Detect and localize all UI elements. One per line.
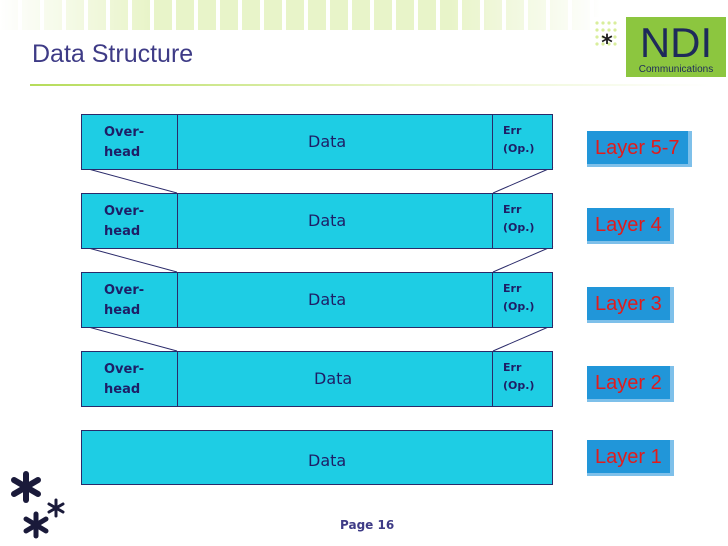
layer-label: Layer 3: [587, 287, 674, 323]
connector-line: [492, 245, 554, 273]
protocol-row: Over- head Data Err (Op.): [81, 272, 553, 328]
logo-letters: NDI: [640, 19, 712, 66]
connector-line: [80, 245, 178, 273]
protocol-row: Over- head Data Err (Op.): [81, 193, 553, 249]
data-label: Data: [308, 132, 347, 151]
overhead-cell: Over- head: [82, 194, 178, 248]
error-check-cell: Err (Op.): [492, 194, 552, 248]
error-check-label: Err (Op.): [503, 124, 535, 155]
error-check-label: Err (Op.): [503, 282, 535, 313]
logo-subtitle: Communications: [639, 64, 713, 75]
data-label: Data: [308, 290, 347, 309]
data-label: Data: [314, 369, 353, 388]
error-check-cell: Err (Op.): [492, 352, 552, 406]
page-title: Data Structure: [32, 40, 194, 68]
overhead-cell: Over- head: [82, 352, 178, 406]
error-check-label: Err (Op.): [503, 203, 535, 234]
error-check-cell: Err (Op.): [492, 115, 552, 169]
logo-asterisk: *: [601, 31, 613, 56]
ndi-logo: * NDI Communications: [592, 17, 726, 77]
connector-line: [80, 324, 178, 352]
error-check-label: Err (Op.): [503, 361, 535, 392]
connector-line: [80, 166, 178, 194]
header-stripes: [0, 0, 600, 30]
overhead-cell: Over- head: [82, 115, 178, 169]
layer-label: Layer 2: [587, 366, 674, 402]
protocol-row: Data: [81, 430, 553, 485]
data-label: Data: [308, 451, 347, 470]
layer-label: Layer 5-7: [587, 131, 692, 167]
protocol-row: Over- head Data Err (Op.): [81, 351, 553, 407]
layer-label: Layer 1: [587, 440, 674, 476]
protocol-row: Over- head Data Err (Op.): [81, 114, 553, 170]
page-number: Page 16: [340, 518, 395, 532]
layer-label: Layer 4: [587, 208, 674, 244]
overhead-cell: Over- head: [82, 273, 178, 327]
error-check-cell: Err (Op.): [492, 273, 552, 327]
overhead-label: Over- head: [104, 283, 145, 318]
overhead-label: Over- head: [104, 125, 145, 160]
overhead-label: Over- head: [104, 204, 145, 239]
title-underline: [30, 84, 710, 86]
asterisk-cluster-icon: [11, 471, 65, 539]
overhead-label: Over- head: [104, 362, 145, 397]
connector-line: [492, 324, 554, 352]
data-label: Data: [308, 211, 347, 230]
connector-line: [492, 166, 554, 194]
